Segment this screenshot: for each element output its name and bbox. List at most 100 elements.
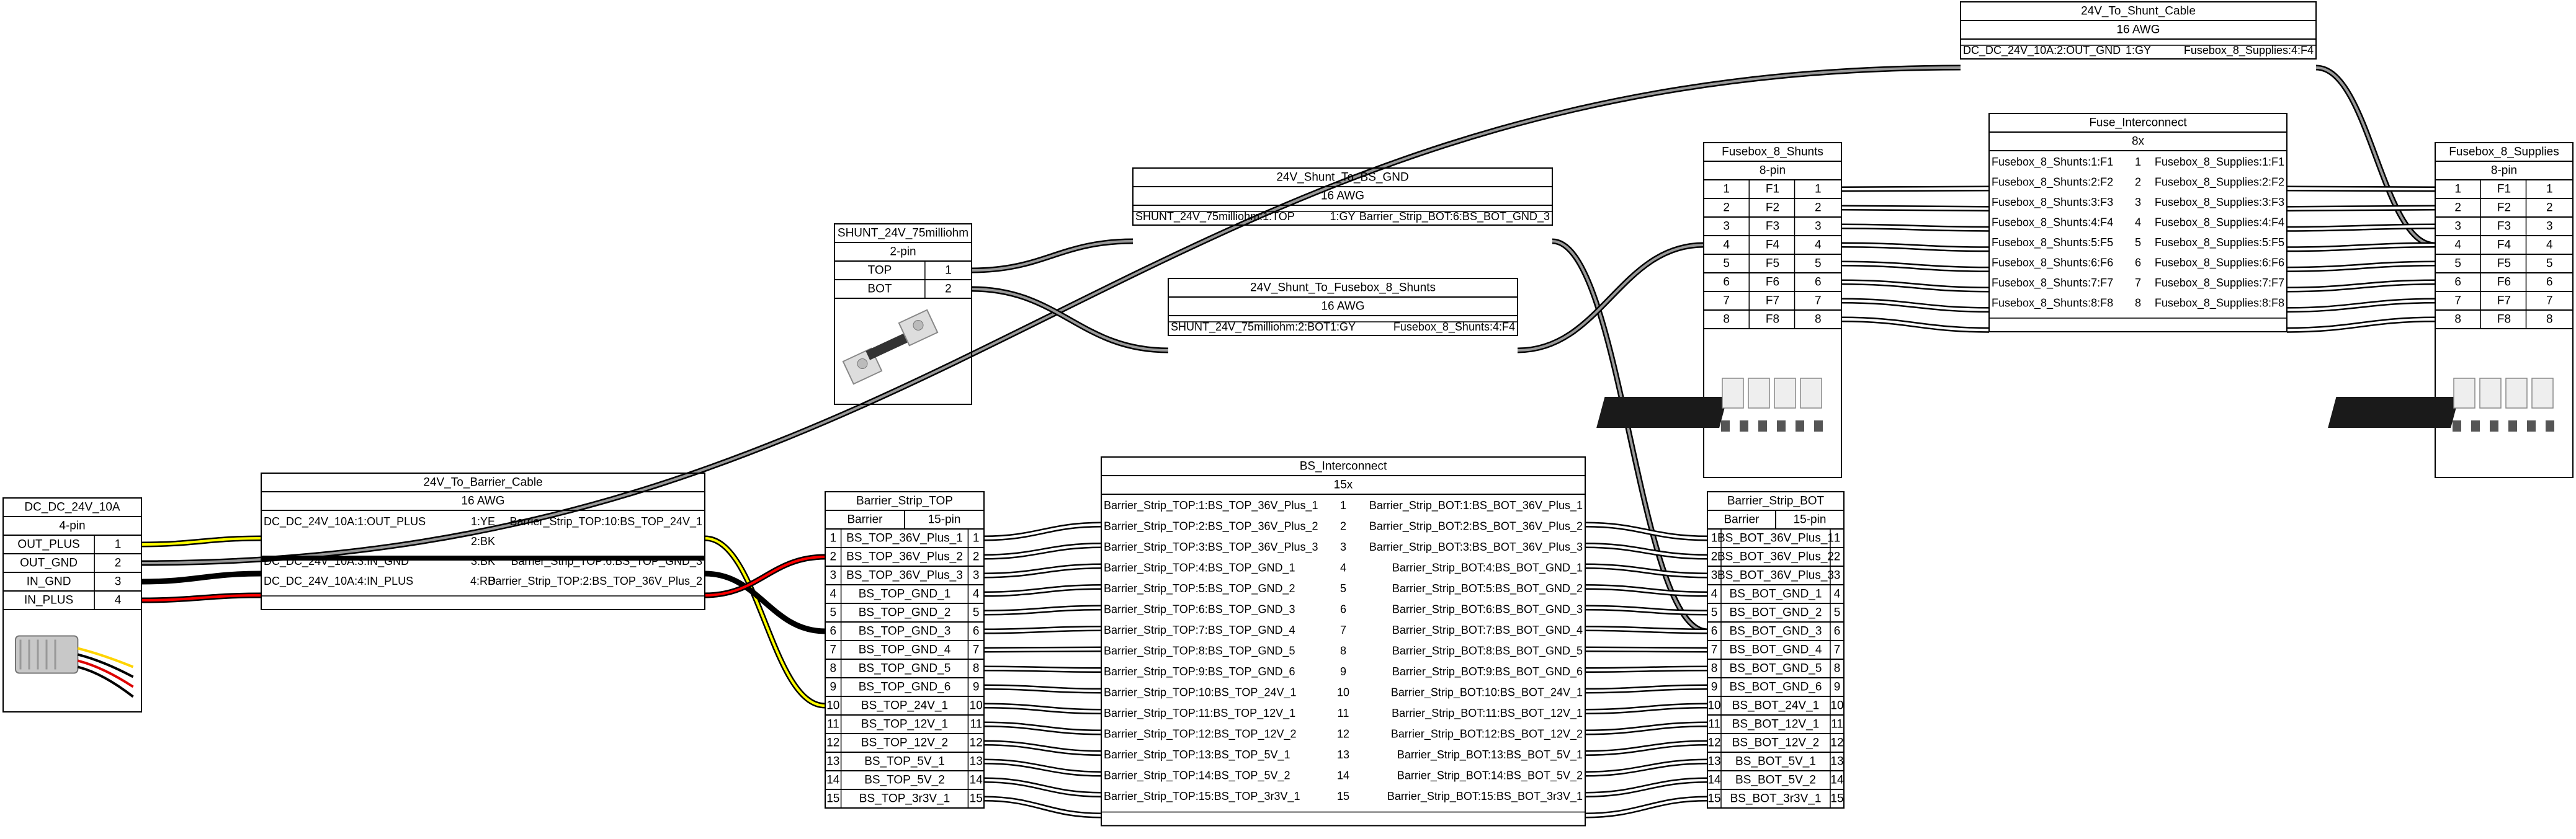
cable-row-wire: 2 [1340, 520, 1346, 533]
cable-bs_interconnect[interactable]: BS_Interconnect15xBarrier_Strip_TOP:1:BS… [1101, 456, 1586, 827]
fusebox-fuse [2453, 378, 2475, 409]
cable-row-from: SHUNT_24V_75milliohm:1:TOP [1135, 210, 1295, 223]
wire-bs-interconnect-left-7 [983, 646, 1102, 653]
wire-core [1841, 225, 1990, 231]
cable-row-wire: 5 [2135, 236, 2141, 249]
wire-core [1841, 206, 1990, 210]
pin-label: BS_BOT_GND_4 [1730, 644, 1822, 657]
fusebox-fuse [1800, 378, 1822, 409]
cable-row-wire: 11 [1338, 707, 1349, 719]
wire-out-gnd-to-cable [141, 64, 1961, 566]
pin-number: 11 [1708, 718, 1720, 731]
pin-label: IN_GND [27, 575, 71, 588]
wire-core [1585, 627, 1708, 633]
pin-number-right: 12 [1830, 737, 1843, 750]
pin-label: BS_BOT_GND_1 [1730, 588, 1822, 601]
fusebox-terminal [1740, 420, 1748, 432]
cable-row-from: Barrier_Strip_TOP:14:BS_TOP_5V_2 [1104, 770, 1290, 783]
pin-number: 15 [826, 792, 839, 806]
pin-label: F8 [1766, 313, 1779, 326]
pin-label: F1 [2497, 183, 2511, 196]
connector-pincount: 2-pin [890, 246, 916, 259]
pin-number: 1 [115, 538, 122, 551]
shunt-resistor-icon [842, 309, 939, 385]
wire-core [983, 523, 1102, 539]
wire-core [141, 537, 262, 546]
pin-number: 1 [830, 532, 837, 545]
pin-number: 5 [1723, 257, 1730, 270]
pin-label: F4 [1766, 239, 1780, 252]
pin-label: F3 [2497, 220, 2511, 233]
wire-core [2286, 318, 2436, 332]
cable-gauge: 16 AWG [1321, 190, 1364, 203]
pin-number: 5 [1711, 606, 1718, 619]
wire-core [704, 556, 826, 597]
pin-label: BS_TOP_36V_Plus_1 [846, 532, 963, 545]
pin-label: BS_TOP_GND_2 [859, 606, 951, 619]
cable-row-to: Fusebox_8_Supplies:7:F7 [2155, 277, 2284, 290]
fusebox-terminal [1796, 420, 1804, 432]
pin-label: BS_TOP_GND_6 [859, 681, 951, 694]
pin-number-right: 7 [1815, 295, 1822, 308]
pin-number: 15 [1707, 792, 1720, 806]
cable-outline [261, 473, 705, 610]
cable-row-from: Barrier_Strip_TOP:6:BS_TOP_GND_3 [1104, 603, 1295, 616]
connector-pincount: 4-pin [59, 520, 85, 533]
wire-fuse-interconnect-right-4 [2286, 242, 2436, 252]
pin-number-right: 4 [1834, 588, 1841, 601]
cable-row-to: Barrier_Strip_TOP:6:BS_TOP_GND_3 [511, 555, 702, 568]
connector-pincount: 15-pin [928, 513, 961, 526]
pin-number-right: 5 [2546, 257, 2553, 270]
pin-number: 3 [2454, 220, 2461, 233]
fusebox-terminal [2471, 420, 2480, 432]
fusebox-terminal [1814, 420, 1823, 432]
cable-row-wire: 4 [1340, 562, 1346, 574]
wire-fuse-interconnect-left-3 [1841, 223, 1990, 232]
cable-row-to: Barrier_Strip_BOT:7:BS_BOT_GND_4 [1392, 624, 1583, 637]
fusebox-terminal [1777, 420, 1786, 432]
wire-core [983, 797, 1102, 817]
pin-label: BS_TOP_5V_1 [864, 755, 945, 768]
pin-number-right: 10 [970, 699, 983, 712]
wire-out-plus-ye [141, 535, 262, 548]
fusebox-base [2328, 397, 2459, 428]
pin-number: 8 [830, 662, 837, 675]
cable-row-to: Barrier_Strip_BOT:6:BS_BOT_GND_3 [1392, 603, 1583, 616]
pin-row [825, 789, 985, 809]
pin-number-right: 2 [973, 551, 980, 564]
pin-number: 2 [1723, 202, 1730, 215]
wire-bs-interconnect-right-7 [1585, 646, 1708, 653]
pin-number-right: 4 [2546, 239, 2553, 252]
pin-number-right: 8 [973, 662, 980, 675]
cable-row-wire: 1:GY [1330, 210, 1355, 223]
pin-number: 4 [830, 588, 837, 601]
pin-label: BS_TOP_GND_1 [859, 588, 951, 601]
cable-row-to: Barrier_Strip_BOT:5:BS_BOT_GND_2 [1392, 582, 1583, 595]
cable-row-from: DC_DC_24V_10A:2:OUT_GND [1963, 44, 2121, 57]
wire-core [1585, 544, 1708, 558]
connector-pincount: 8-pin [2491, 164, 2517, 177]
pin-label: F1 [1766, 183, 1779, 196]
cable-row-wire: 8 [2135, 297, 2141, 309]
cable-row-wire: 13 [1337, 748, 1349, 761]
cable-row-to: Fusebox_8_Supplies:4:F4 [2155, 216, 2284, 229]
wire-core [1585, 723, 1708, 734]
pin-number: 6 [1723, 276, 1730, 289]
pin-number-right: 6 [1815, 276, 1822, 289]
cable-row-wire: 1 [2135, 156, 2141, 168]
pin-label: BS_BOT_5V_2 [1735, 774, 1816, 787]
wire-core [1585, 648, 1708, 651]
pin-number-right: 1 [1815, 183, 1822, 196]
cable-fuse_interconnect[interactable]: Fuse_Interconnect8xFusebox_8_Shunts:1:F1… [1988, 113, 2288, 332]
cable-row-wire: 1:GY [2126, 44, 2151, 56]
